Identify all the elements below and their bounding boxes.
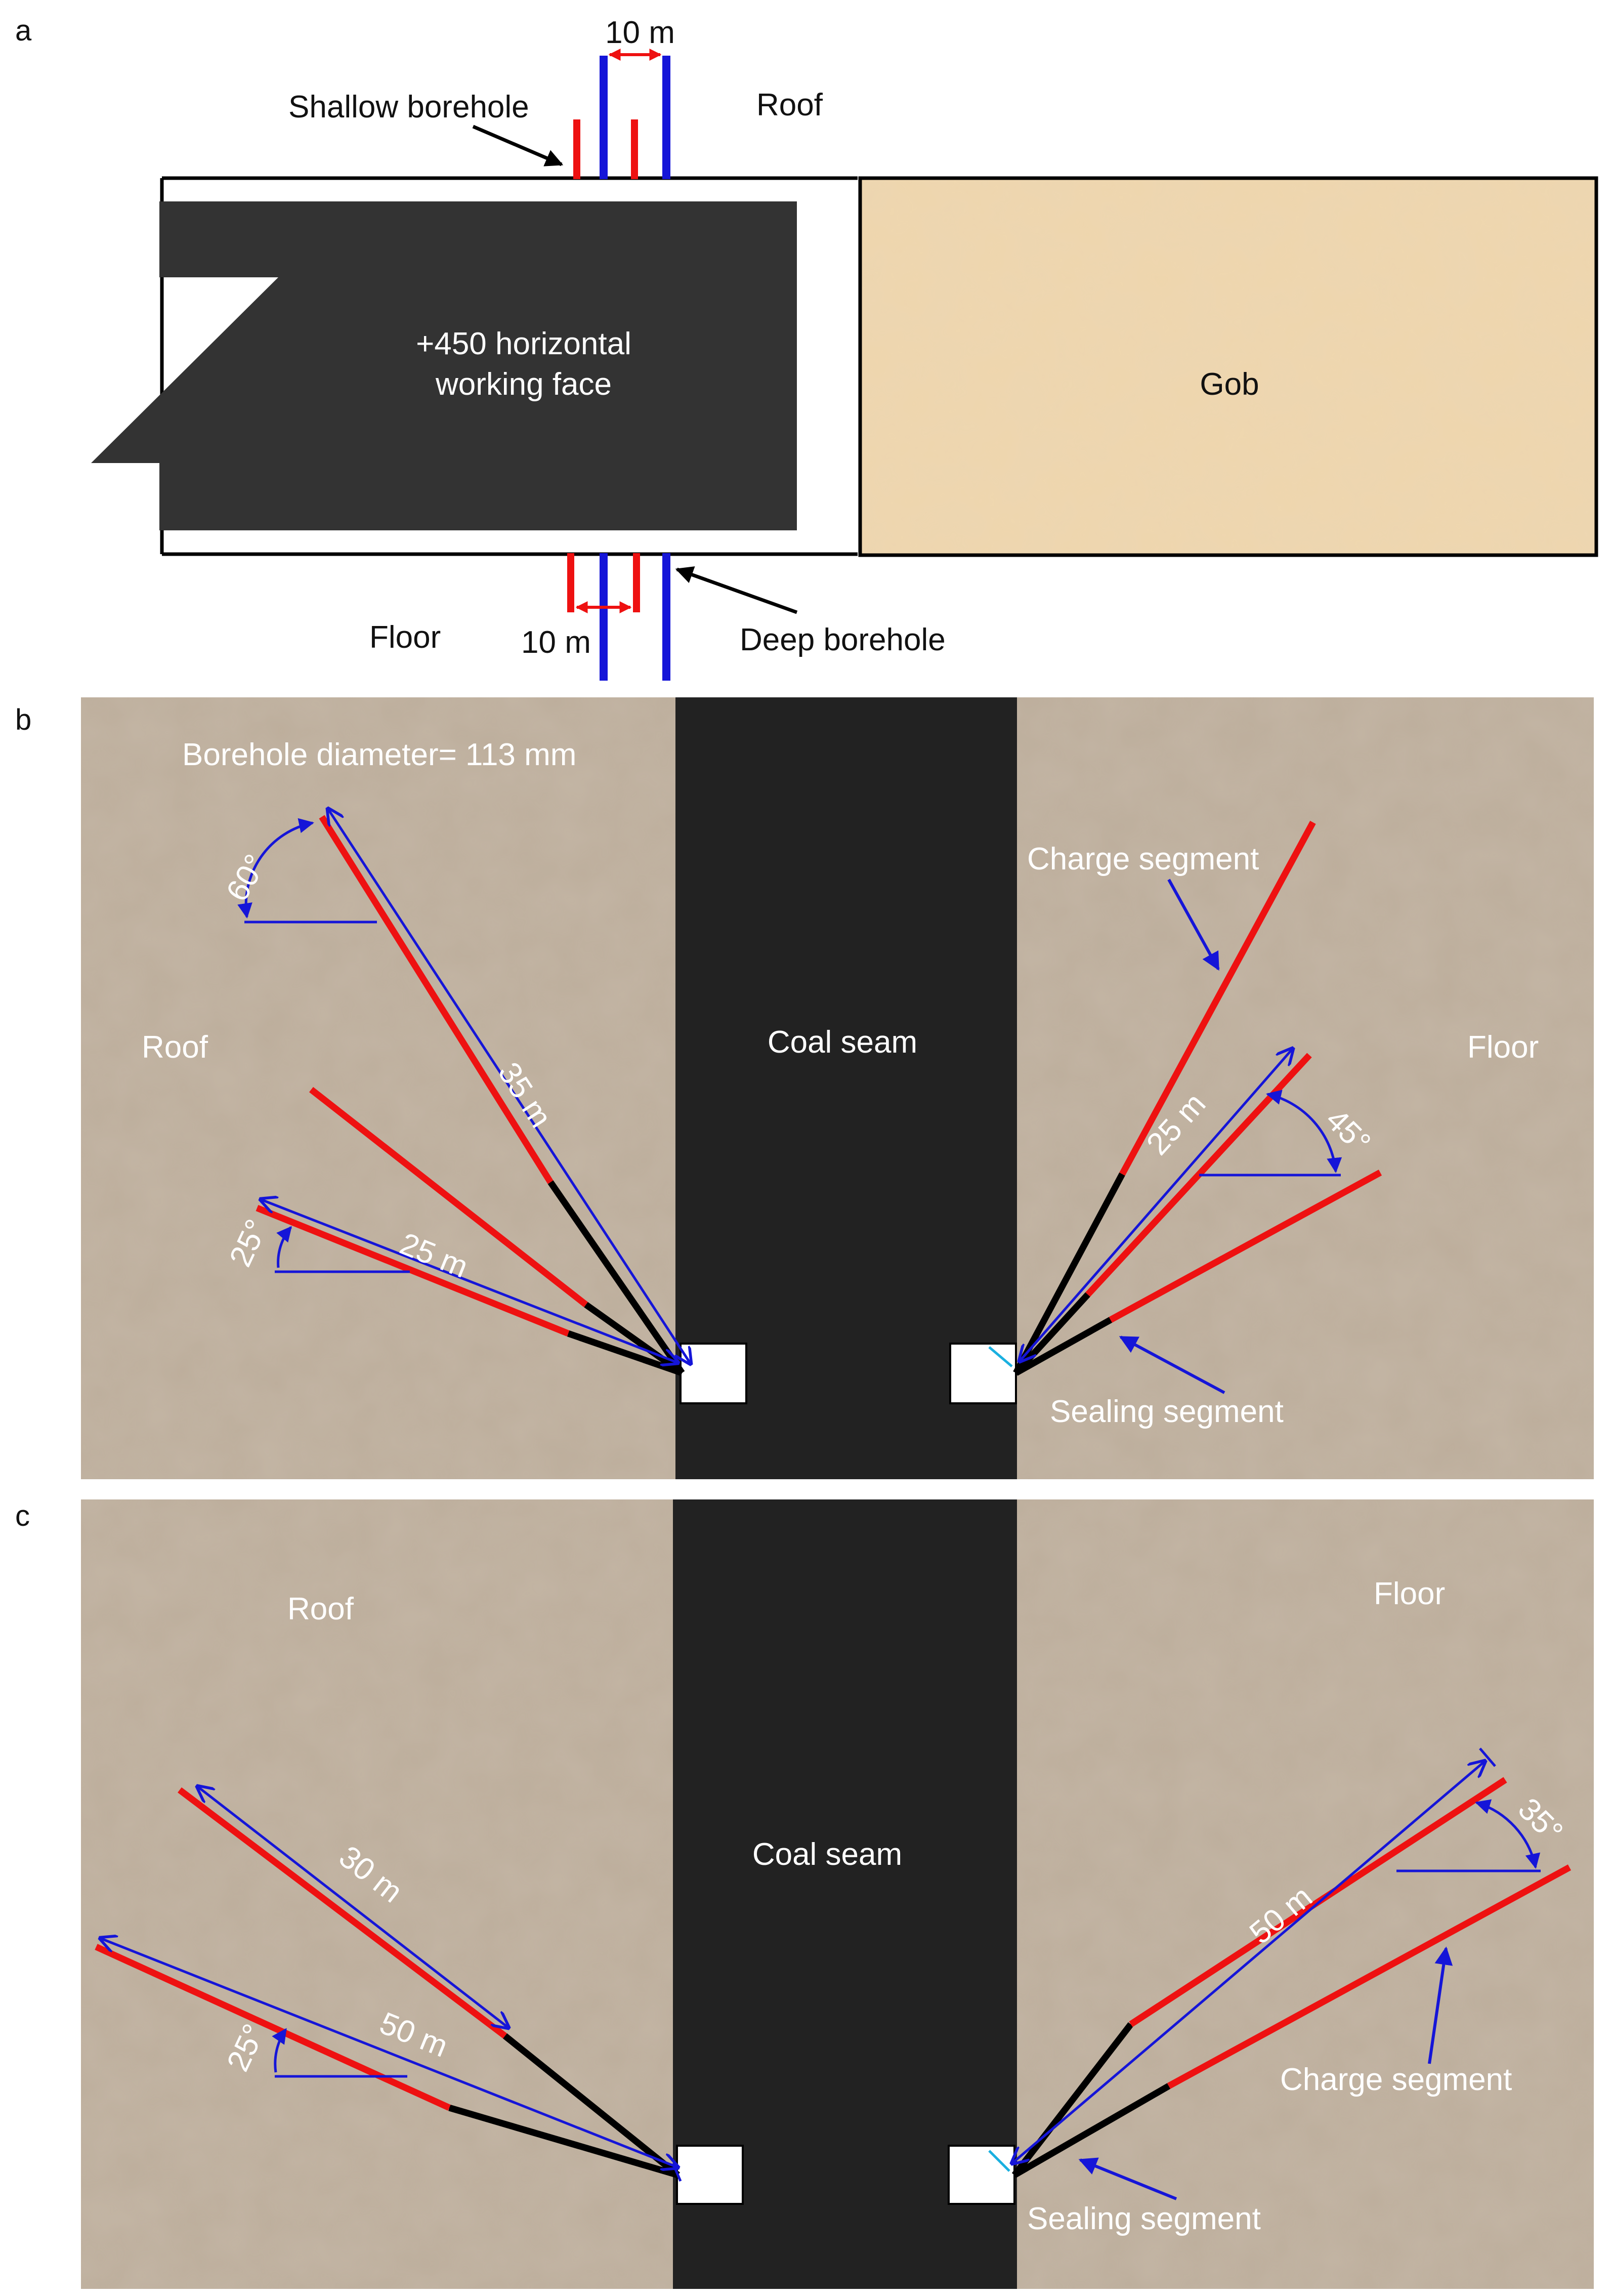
panel-b-coal-label: Coal seam — [768, 1025, 917, 1060]
panel-c-floor-angle-arc — [1475, 1799, 1541, 1869]
roof-60deg-angle-arc — [237, 818, 314, 919]
top-spacing-label: 10 m — [605, 15, 675, 50]
bottom-spacing-label: 10 m — [521, 625, 591, 660]
panel-b-sealing-pointer — [1119, 1335, 1225, 1394]
deep-borehole-label: Deep borehole — [740, 622, 946, 657]
panel-b-roof-label: Roof — [142, 1030, 208, 1065]
roof-lower-sealing-cap — [671, 2163, 682, 2182]
deep-borehole-pointer — [675, 566, 798, 614]
panel-b-letter: b — [15, 703, 31, 736]
panel-c-charge-label: Charge segment — [1280, 2062, 1512, 2097]
panel-b-diameter-label: Borehole diameter= 113 mm — [182, 737, 576, 772]
panel-b: b Coal seam Borehole diameter= 113 mm Ro… — [15, 697, 1594, 1479]
panel-a-roof-label: Roof — [756, 88, 823, 122]
shallow-borehole-pointer — [472, 124, 564, 166]
floor-sealing-cap — [988, 1346, 1013, 1367]
panel-b-charge-label: Charge segment — [1027, 842, 1259, 876]
panel-c-right-roadway — [948, 2145, 1015, 2205]
panel-c-charge-pointer — [1428, 1946, 1453, 2064]
gob-label: Gob — [1200, 367, 1259, 402]
panel-b-left-roadway — [680, 1343, 747, 1404]
floor-45deg-length-dimension — [1020, 1049, 1293, 1361]
gob-texture — [862, 180, 1594, 553]
panel-c-floor-sealing-cap — [988, 2150, 1010, 2172]
panel-c-coal-label: Coal seam — [752, 1837, 902, 1872]
working-face-label-line1: +450 horizontal — [416, 326, 631, 361]
floor-45deg-angle-arc — [1266, 1090, 1342, 1173]
roof-25deg-length-dimension — [261, 1199, 678, 1363]
panel-c-letter: c — [15, 1499, 30, 1532]
panel-c-roof-angle-arc — [272, 2028, 287, 2073]
panel-c-left-roadway — [676, 2145, 744, 2205]
panel-c-sealing-label: Sealing segment — [1027, 2201, 1261, 2236]
panel-a: a +450 horizontal working face Gob 10 m … — [15, 14, 1598, 681]
panel-b-right-roadway — [949, 1343, 1017, 1404]
panel-b-floor-label: Floor — [1467, 1030, 1539, 1065]
shallow-borehole-label: Shallow borehole — [288, 90, 529, 124]
roof-25deg-angle-arc — [276, 1226, 292, 1268]
panel-c-roof-label: Roof — [287, 1592, 354, 1626]
panel-c-sealing-pointer — [1078, 2157, 1177, 2200]
roof-lower-length-dimension — [100, 1938, 678, 2167]
panel-b-rock-texture-left — [81, 697, 675, 1479]
working-face-block — [91, 201, 797, 530]
floor-length-dimension-cap — [1479, 1747, 1496, 1767]
floor-length-dimension — [1012, 1761, 1485, 2163]
panel-a-floor-label: Floor — [369, 620, 441, 655]
panel-b-sealing-label: Sealing segment — [1050, 1394, 1284, 1429]
panel-c: c Coal seam Roof Floor 30 m 50 m 25° 50 — [15, 1499, 1594, 2289]
panel-c-floor-label: Floor — [1374, 1576, 1445, 1611]
working-face-label-line2: working face — [435, 367, 612, 402]
panel-a-letter: a — [15, 14, 32, 47]
panel-b-rock-texture-right — [1017, 697, 1594, 1479]
panel-b-charge-pointer — [1167, 879, 1220, 971]
